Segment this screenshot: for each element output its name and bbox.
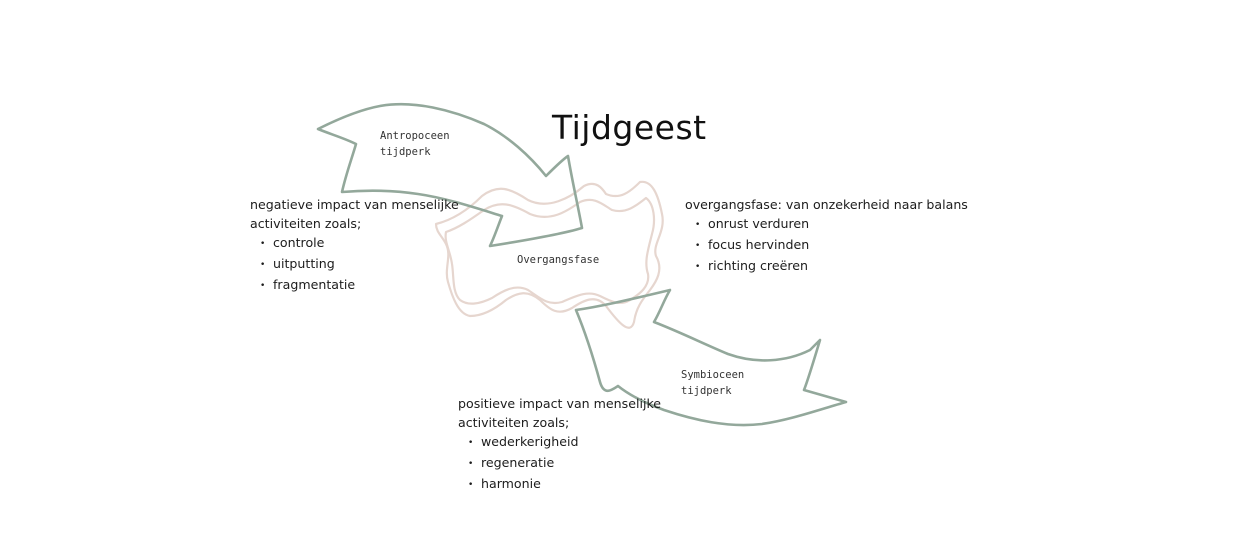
list-item: focus hervinden [695,235,968,256]
symbioceen-arrow-outline [574,288,848,427]
transition-block: overgangsfase: van onzekerheid naar bala… [685,195,968,277]
negative-impact-heading-line1: negatieve impact van menselijke [250,197,459,212]
antropoceen-label-line1: Antropoceen [380,130,450,142]
list-item: fragmentatie [260,275,459,296]
overgangsfase-label-text: Overgangsfase [517,254,600,266]
diagram-title: Tijdgeest [552,108,707,147]
positive-impact-heading-line1: positieve impact van menselijke [458,396,662,411]
list-item: onrust verduren [695,214,968,235]
symbioceen-label: Symbioceen tijdperk [681,367,744,399]
symbioceen-label-line2: tijdperk [681,385,732,397]
list-item: harmonie [468,474,661,495]
list-item: richting creëren [695,256,968,277]
list-item: uitputting [260,254,459,275]
antropoceen-label-line2: tijdperk [380,146,431,158]
transition-blob-outline-inner [444,196,656,305]
positive-impact-list: wederkerigheid regeneratie harmonie [458,432,661,495]
list-item: regeneratie [468,453,661,474]
transition-list: onrust verduren focus hervinden richting… [685,214,968,277]
antropoceen-arrow-outline [316,102,584,248]
overgangsfase-label: Overgangsfase [517,252,599,268]
transition-blob [434,180,664,329]
positive-impact-heading-line2: activiteiten zoals; [458,415,570,430]
symbioceen-label-line1: Symbioceen [681,369,745,381]
negative-impact-block: negatieve impact van menselijke activite… [250,195,459,296]
symbioceen-arrow [574,288,848,427]
antropoceen-label: Antropoceen tijdperk [380,128,450,160]
transition-blob-outline-outer [434,180,664,329]
antropoceen-arrow [316,102,584,248]
list-item: wederkerigheid [468,432,661,453]
list-item: controle [260,233,459,254]
transition-heading: overgangsfase: van onzekerheid naar bala… [685,197,968,212]
positive-impact-block: positieve impact van menselijke activite… [458,394,661,495]
negative-impact-heading-line2: activiteiten zoals; [250,216,362,231]
negative-impact-list: controle uitputting fragmentatie [250,233,459,296]
